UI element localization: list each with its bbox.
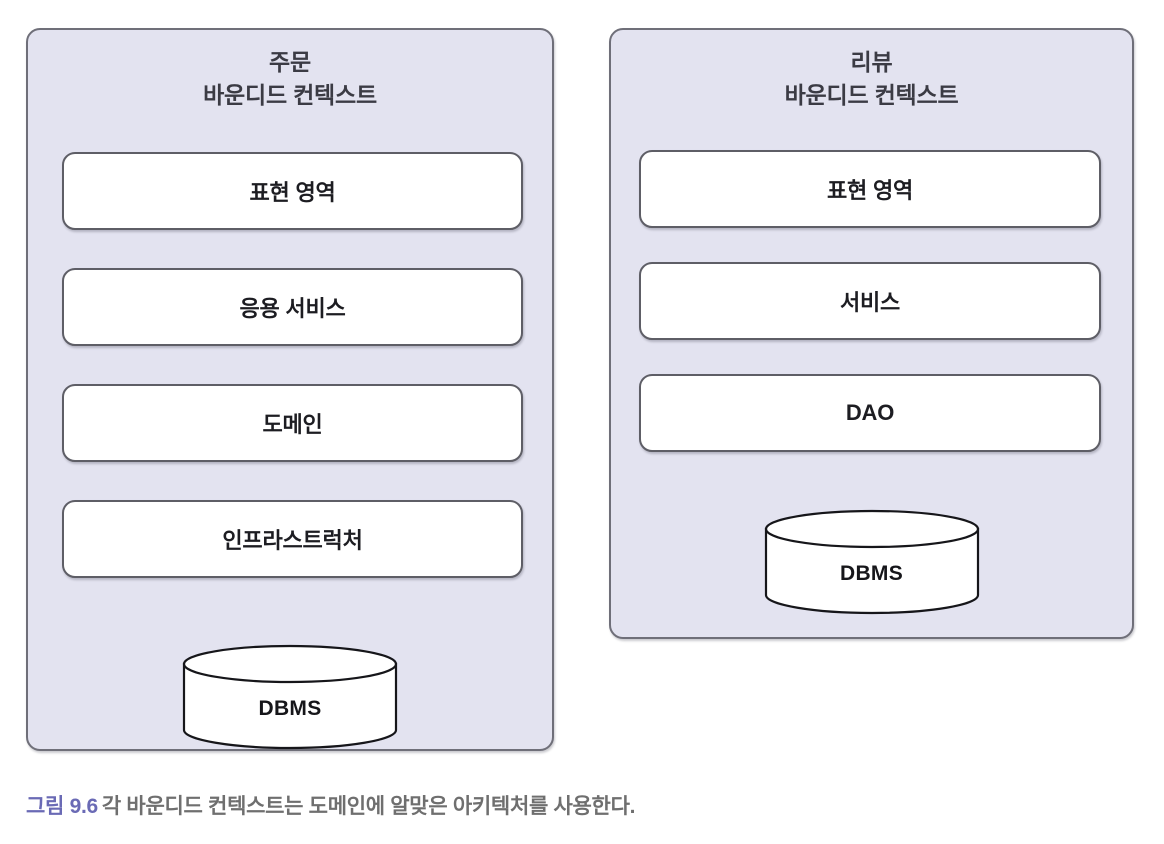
figure-number: 그림 9.6 (26, 795, 98, 818)
review-layer-stack: 표현 영역 서비스 DAO (639, 150, 1101, 452)
bounded-context-review-title: 리뷰 바운디드 컨텍스트 (784, 49, 959, 108)
layer-presentation-label: 표현 영역 (249, 180, 336, 205)
bounded-context-order-title: 주문 바운디드 컨텍스트 (203, 49, 377, 108)
database-label: DBMS (258, 697, 322, 720)
layer-application-service-label: 응용 서비스 (239, 296, 346, 321)
database-cylinder-icon: DBMS (181, 643, 399, 751)
layer-service: 서비스 (639, 262, 1101, 340)
figure-caption-text: 각 바운디드 컨텍스트는 도메인에 알맞은 아키텍처를 사용한다. (101, 795, 636, 818)
review-datastore-wrap: DBMS (611, 508, 1132, 616)
database-label: DBMS (839, 562, 904, 585)
layer-domain: 도메인 (62, 384, 523, 462)
layer-presentation-label: 표현 영역 (826, 178, 914, 203)
layer-service-label: 서비스 (839, 290, 901, 315)
layer-infrastructure: 인프라스트럭처 (62, 500, 523, 578)
layer-dao-label: DAO (845, 400, 895, 425)
layer-dao: DAO (639, 374, 1101, 452)
layer-presentation: 표현 영역 (62, 152, 523, 230)
layer-infrastructure-label: 인프라스트럭처 (222, 528, 363, 553)
layer-application-service: 응용 서비스 (62, 268, 523, 346)
order-datastore-wrap: DBMS (28, 643, 552, 751)
bounded-context-order: 주문 바운디드 컨텍스트 표현 영역 응용 서비스 도메인 인프라스트럭처 DB (26, 28, 554, 751)
layer-domain-label: 도메인 (262, 412, 323, 437)
order-layer-stack: 표현 영역 응용 서비스 도메인 인프라스트럭처 (62, 152, 523, 578)
bounded-context-review: 리뷰 바운디드 컨텍스트 표현 영역 서비스 DAO DBMS (609, 28, 1134, 639)
database-cylinder-icon: DBMS (763, 508, 981, 616)
layer-presentation: 표현 영역 (639, 150, 1101, 228)
